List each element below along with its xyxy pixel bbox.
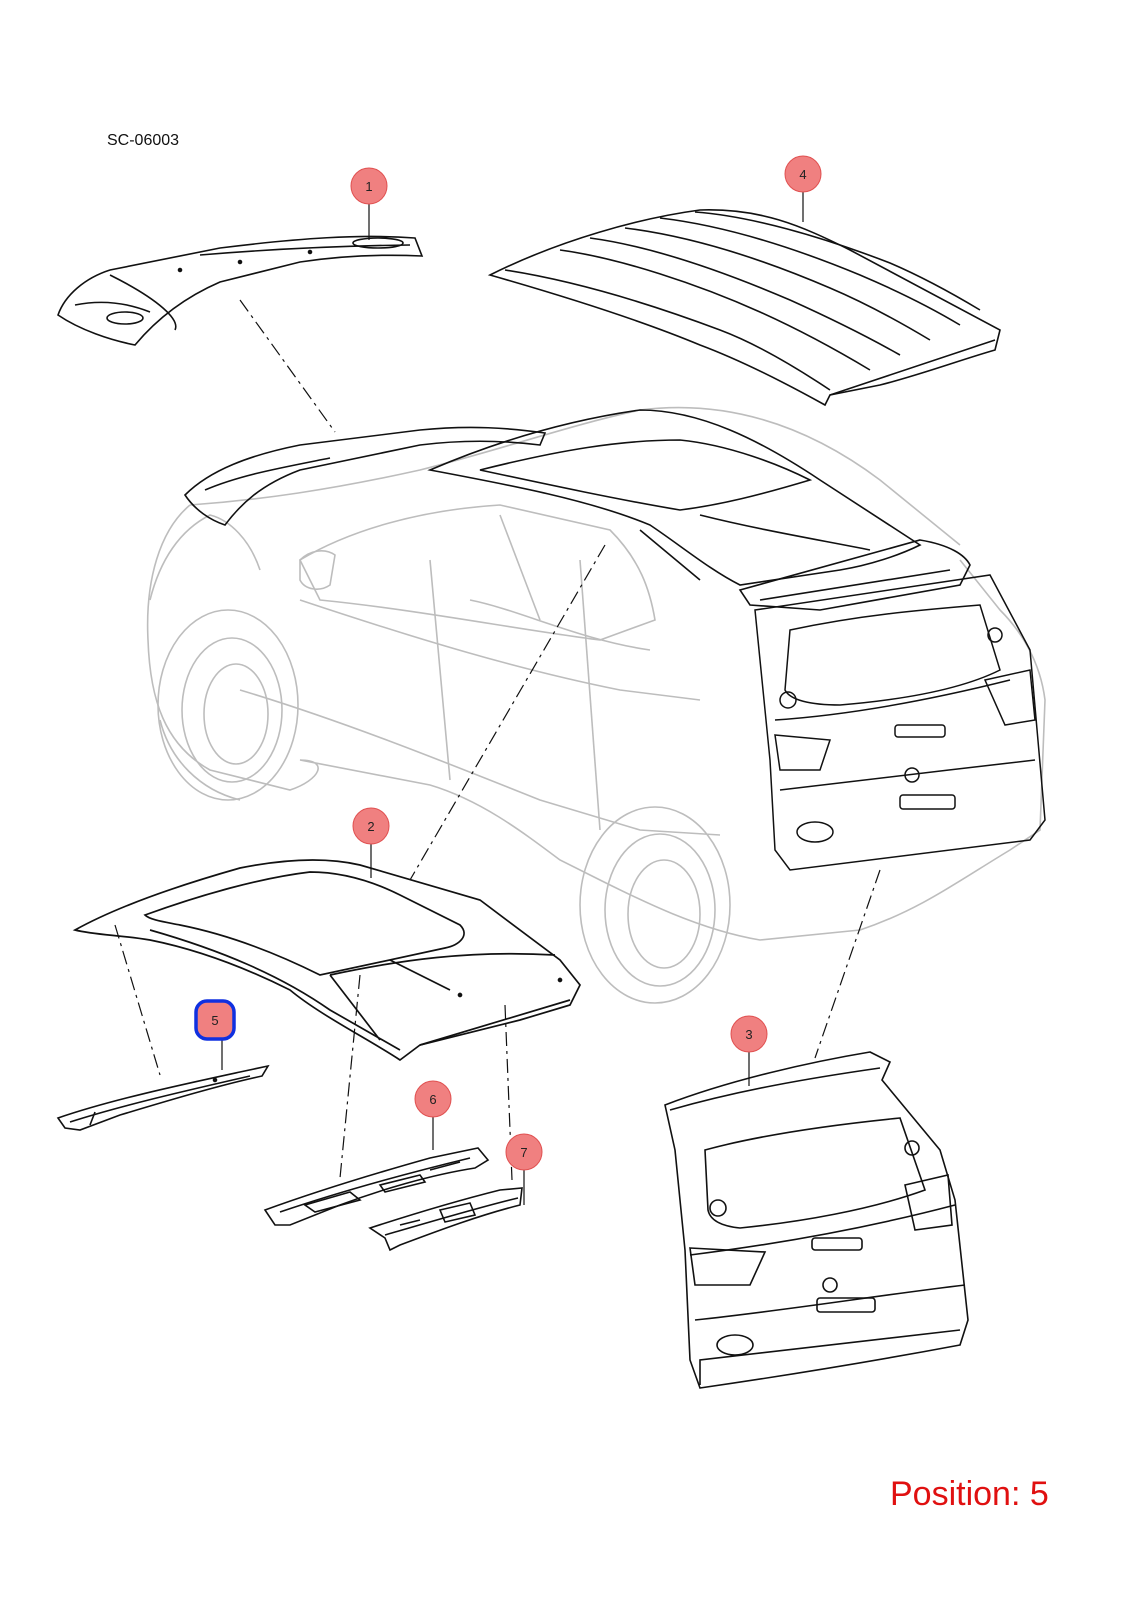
part-main-roof-panel (72, 859, 582, 1062)
wheel-rear (579, 806, 731, 1004)
part-rear-header (368, 1187, 523, 1252)
part-liftgate (664, 1051, 969, 1389)
callout-7-label: 7 (520, 1145, 527, 1160)
callout-5-label: 5 (211, 1013, 218, 1028)
wheel-front (157, 609, 299, 801)
callout-2-label: 2 (367, 819, 374, 834)
part-front-header-bow (56, 1064, 270, 1131)
callout-4-label: 4 (799, 167, 806, 182)
vehicle-tailgate (754, 574, 1046, 871)
part-front-roof-panel (57, 235, 424, 346)
callout-2[interactable]: 2 (352, 807, 390, 878)
callout-4[interactable]: 4 (784, 155, 822, 222)
callout-1[interactable]: 1 (350, 167, 388, 240)
part-roof-bow (263, 1147, 490, 1226)
callout-5-selected-outline (194, 999, 236, 1041)
part-roof-panel-ribbed (487, 209, 1001, 407)
callout-6[interactable]: 6 (414, 1080, 452, 1150)
assembly-guide-lines (114, 299, 881, 1181)
reference-code: SC-06003 (107, 132, 180, 149)
position-indicator: Position: 5 (890, 1475, 1049, 1513)
callout-3-label: 3 (745, 1027, 752, 1042)
callout-5[interactable]: 5 (194, 999, 236, 1070)
callout-3[interactable]: 3 (730, 1015, 768, 1086)
callout-1-label: 1 (365, 179, 372, 194)
callout-7[interactable]: 7 (505, 1133, 543, 1205)
vehicle-outline (146, 406, 1046, 941)
callout-6-label: 6 (429, 1092, 436, 1107)
vehicle-roof (183, 409, 971, 611)
